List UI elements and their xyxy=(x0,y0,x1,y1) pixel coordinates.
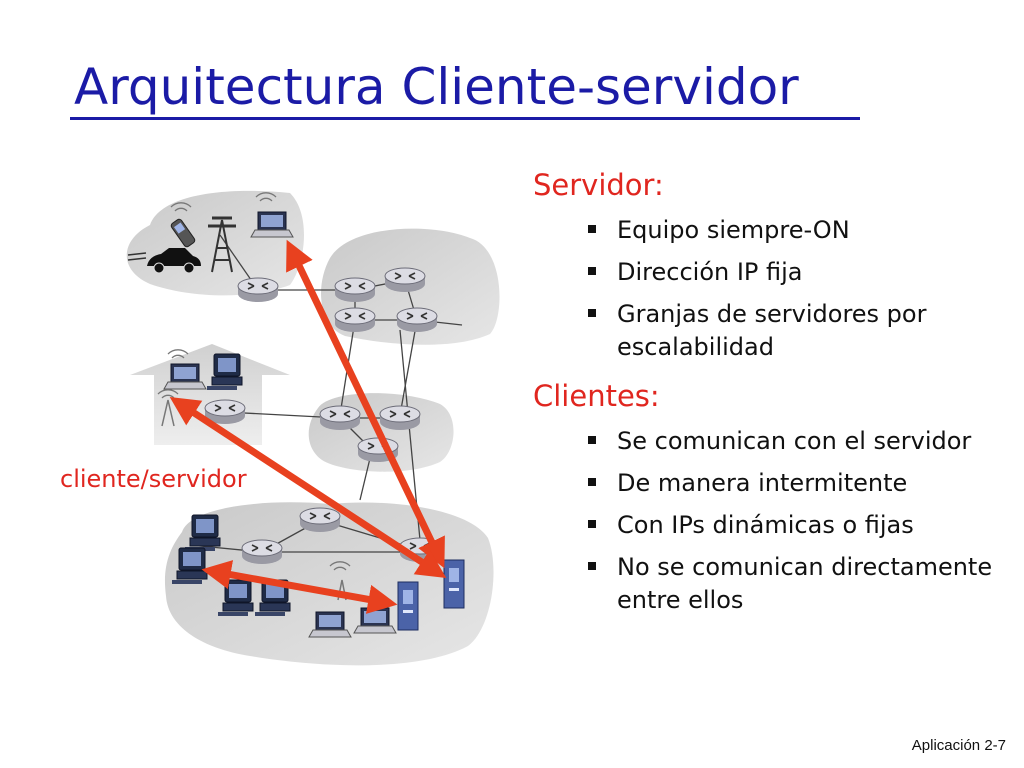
router-icon xyxy=(237,277,279,303)
clients-list: Se comunican con el servidor De manera i… xyxy=(533,425,1003,626)
router-icon xyxy=(379,405,421,431)
server-list: Equipo siempre-ON Dirección IP fija Gran… xyxy=(533,214,1003,373)
router-icon xyxy=(384,267,426,293)
bullet-square-icon xyxy=(588,309,596,317)
list-item: Se comunican con el servidor xyxy=(533,425,1003,458)
router-icon xyxy=(334,307,376,333)
router-icon xyxy=(396,307,438,333)
list-item: De manera intermitente xyxy=(533,467,1003,500)
router-icon xyxy=(319,405,361,431)
slide-title: Arquitectura Cliente-servidor xyxy=(74,58,799,116)
clients-heading: Clientes: xyxy=(533,379,660,413)
title-underline xyxy=(70,117,860,120)
server-tower-icon xyxy=(397,581,419,631)
arrow-client-to-server xyxy=(201,560,398,614)
cell-phone-icon xyxy=(170,218,196,248)
router-icon xyxy=(334,277,376,303)
network-diagram xyxy=(126,190,500,666)
bullet-square-icon xyxy=(588,520,596,528)
bullet-square-icon xyxy=(588,478,596,486)
router-icon xyxy=(241,539,283,565)
server-heading: Servidor: xyxy=(533,168,664,202)
bullet-square-icon xyxy=(588,267,596,275)
mobile-network-cloud xyxy=(126,190,304,296)
radio-tower-icon xyxy=(208,216,236,273)
list-item: Dirección IP fija xyxy=(533,256,1003,289)
list-item: No se comunican directamente entre ellos xyxy=(533,551,1003,617)
car-icon xyxy=(147,248,201,274)
list-item: Granjas de servidores por escalabilidad xyxy=(533,298,1003,364)
arrow-house-to-server xyxy=(169,396,447,579)
list-item: Con IPs dinámicas o fijas xyxy=(533,509,1003,542)
slide-footer: Aplicación 2-7 xyxy=(911,737,1006,754)
bullet-square-icon xyxy=(588,436,596,444)
list-item: Equipo siempre-ON xyxy=(533,214,1003,247)
server-tower-icon xyxy=(443,559,465,609)
router-icon xyxy=(299,507,341,533)
bullet-square-icon xyxy=(588,562,596,570)
bullet-square-icon xyxy=(588,225,596,233)
house-icon xyxy=(130,344,290,445)
client-server-label: cliente/servidor xyxy=(60,465,247,493)
